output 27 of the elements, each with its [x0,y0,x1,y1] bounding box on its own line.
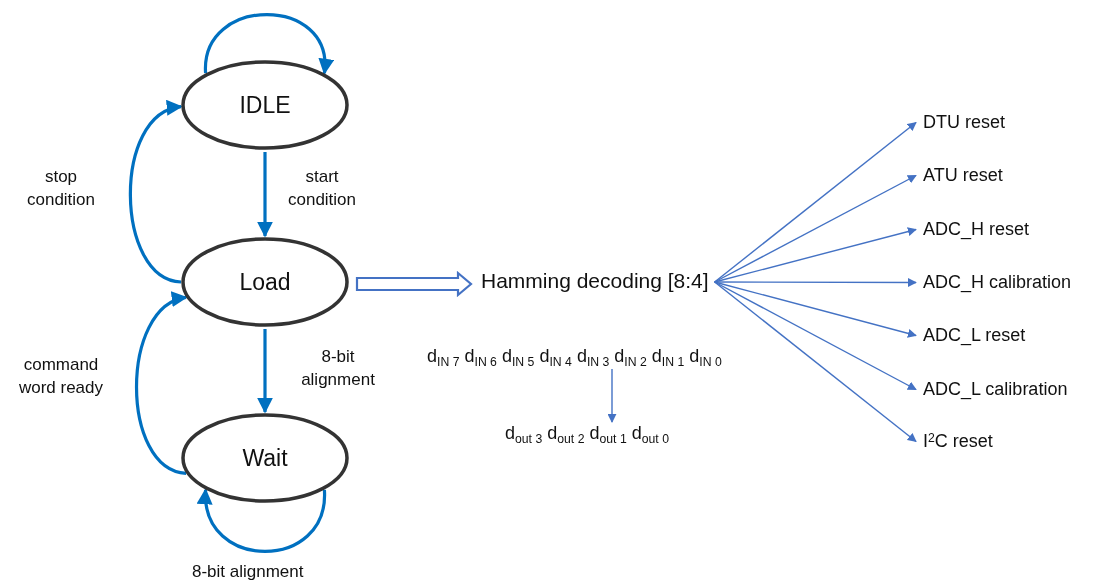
output-signal: I$^{2}$C reset [923,431,993,452]
output-signal: ADC_L calibration [923,379,1068,400]
block-title: Hamming decoding [8:4] [481,269,709,293]
arrow [607,368,617,423]
bit-sequence: d$_{IN 7}$ d$_{IN 6}$ d$_{IN 5}$ d$_{IN 4}$ d$_{IN 3}$ d$_{IN 2}$ d$_{IN 1}$ d$_{IN 0}$ [427,346,722,367]
state-name: IDLE [239,91,291,119]
arrow [135,294,188,475]
state-name: Wait [242,444,288,472]
arrow [713,281,917,443]
arrow [198,488,326,553]
output-signal: ADC_H calibration [923,272,1072,293]
output-signal: ADC_L reset [923,325,1026,346]
arrow [713,281,917,338]
arrow [713,281,917,391]
bit-sequence: d$_{out 3}$ d$_{out 2}$ d$_{out 1}$ d$_{out 0}$ [505,423,669,444]
arrow [713,174,917,283]
arrow [713,278,917,287]
output-signal: DTU reset [923,112,1005,133]
arrow [204,13,333,75]
arrow [128,102,183,284]
state-name: Load [239,268,291,296]
arrow [257,152,273,238]
block-arrow [355,270,473,298]
output-signal: ATU reset [923,165,1003,186]
arrow [257,329,273,414]
arrow [713,121,917,283]
output-signal: ADC_H reset [923,219,1030,240]
